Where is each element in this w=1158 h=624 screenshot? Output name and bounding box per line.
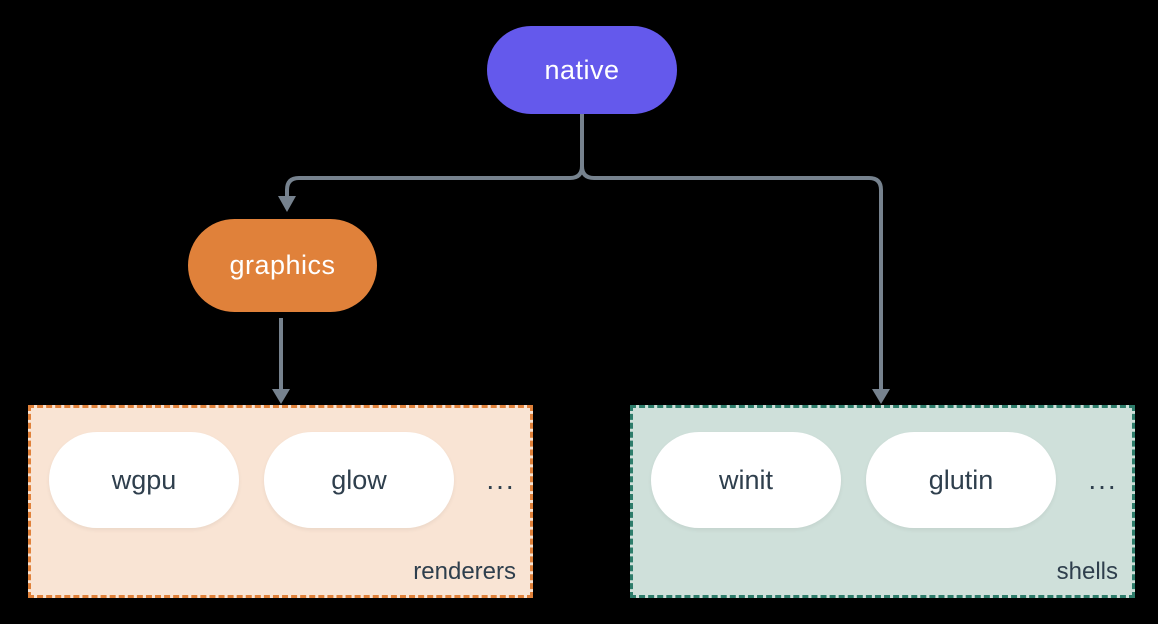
node-glow-label: glow bbox=[331, 464, 387, 495]
edge-native-to-shells bbox=[580, 112, 883, 392]
node-glutin-label: glutin bbox=[928, 464, 994, 495]
arrowhead-graphics bbox=[278, 196, 296, 212]
node-glutin: glutin bbox=[866, 432, 1056, 528]
node-winit-label: winit bbox=[718, 464, 773, 495]
node-native-label: native bbox=[544, 54, 620, 85]
node-wgpu-label: wgpu bbox=[111, 464, 177, 495]
group-renderers: wgpu glow ... renderers bbox=[28, 405, 533, 598]
node-glow: glow bbox=[264, 432, 454, 528]
node-graphics: graphics bbox=[188, 219, 377, 312]
edge-native-to-graphics bbox=[285, 112, 584, 198]
group-label-shells: shells bbox=[1056, 558, 1118, 585]
node-graphics-label: graphics bbox=[229, 250, 336, 280]
arrowhead-shells bbox=[872, 389, 890, 404]
arrowhead-renderers bbox=[272, 389, 290, 404]
group-label-renderers: renderers bbox=[413, 558, 516, 585]
node-native: native bbox=[487, 26, 677, 114]
ellipsis-renderers: ... bbox=[486, 464, 516, 495]
ellipsis-shells: ... bbox=[1088, 464, 1118, 495]
node-wgpu: wgpu bbox=[49, 432, 239, 528]
node-winit: winit bbox=[651, 432, 841, 528]
group-shells: winit glutin ... shells bbox=[630, 405, 1135, 598]
